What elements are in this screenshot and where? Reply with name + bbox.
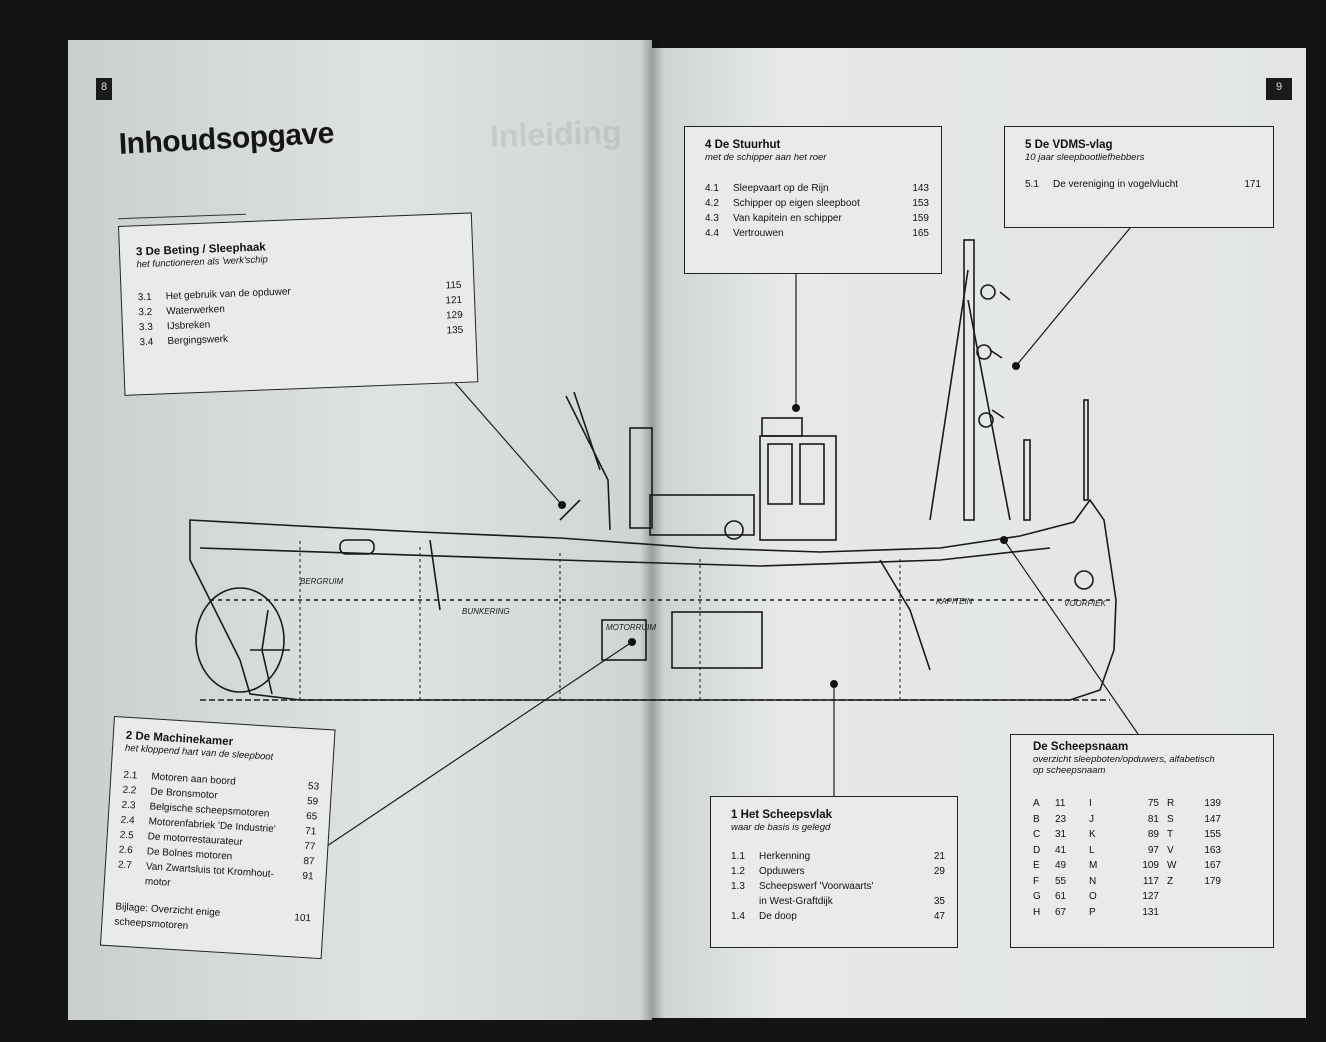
section-scheepsvlak-box: 1 Het Scheepsvlak waar de basis is geleg… <box>710 796 958 948</box>
section-title: 1 Het Scheepsvlak <box>731 809 833 821</box>
section-subtitle: overzicht sleepboten/opduwers, alfabetis… <box>1033 754 1215 776</box>
drawing-label-bunker: BUNKERING <box>462 607 510 616</box>
section-title: 5 De VDMS-vlag <box>1025 139 1113 151</box>
drawing-label-forecastle: VOORPIEK <box>1064 599 1106 608</box>
drawing-label-left-hold: BERGRUIM <box>300 577 343 586</box>
book-spine <box>640 40 664 1020</box>
page-number-tab-right: 9 <box>1266 78 1292 100</box>
section-title: De Scheepsnaam <box>1033 741 1129 753</box>
section-machinekamer-box: 2 De Machinekamer het kloppend hart van … <box>99 716 336 960</box>
section-subtitle: met de schipper aan het roer <box>705 152 827 163</box>
section-scheepsnaam-box: De Scheepsnaam overzicht sleepboten/opdu… <box>1010 734 1274 948</box>
drawing-label-kapitein: KAPITEIN <box>936 597 973 606</box>
section-vdms-box: 5 De VDMS-vlag 10 jaar sleepbootliefhebb… <box>1004 126 1274 228</box>
section-subtitle: 10 jaar sleepbootliefhebbers <box>1025 152 1145 163</box>
section-subtitle: waar de basis is gelegd <box>731 822 831 833</box>
section-stuurhut-box: 4 De Stuurhut met de schipper aan het ro… <box>684 126 942 274</box>
drawing-label-motor: MOTORRUIM <box>606 623 656 632</box>
page-number-tab-left: 8 <box>96 78 112 100</box>
section-title: 4 De Stuurhut <box>705 139 781 151</box>
section-beting-box: 3 De Beting / Sleephaak het functioneren… <box>118 212 479 396</box>
